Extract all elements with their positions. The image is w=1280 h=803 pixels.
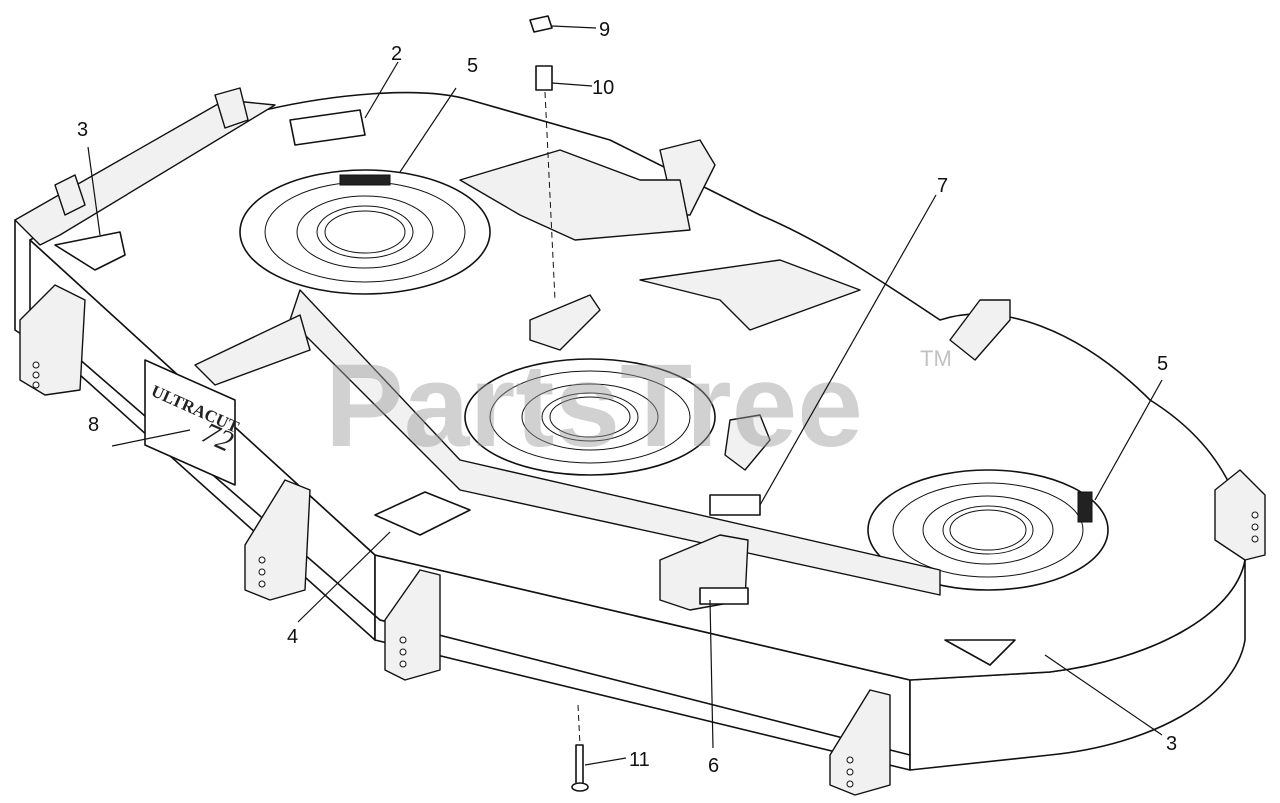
- spindle-right: [867, 469, 1109, 591]
- callout-8: 8: [88, 414, 99, 436]
- decal-7: [709, 494, 761, 516]
- decal-5-left: [339, 174, 391, 186]
- watermark-text: PartsTree: [325, 340, 863, 472]
- bolt-11: [575, 744, 584, 786]
- callout-6: 6: [708, 755, 719, 777]
- hardware: [529, 15, 589, 792]
- callout-11: 11: [629, 749, 650, 771]
- callout-5-left: 5: [467, 55, 478, 77]
- leader-lines: [87, 25, 1163, 766]
- spacer-10: [535, 65, 553, 91]
- left-brackets: [19, 87, 1266, 796]
- watermark-trademark: TM: [920, 346, 952, 371]
- callout-3-left: 3: [77, 119, 88, 141]
- callout-7: 7: [937, 175, 948, 197]
- decal-5-right: [1077, 491, 1093, 523]
- decal-6: [699, 587, 749, 605]
- decal-3-left: [54, 231, 126, 271]
- callout-5-right: 5: [1157, 353, 1168, 375]
- spindle-center: [464, 358, 716, 476]
- callout-9: 9: [599, 19, 610, 41]
- deck-rear-rail: [14, 99, 276, 246]
- callout-2: 2: [391, 43, 402, 65]
- callout-3-right: 3: [1166, 733, 1177, 755]
- decal-4: [374, 491, 471, 536]
- decals: [54, 109, 1093, 666]
- decal-2: [289, 109, 366, 146]
- decal-3-right: [944, 639, 1016, 666]
- spindle-left: [239, 169, 491, 295]
- callout-4: 4: [287, 626, 298, 648]
- nut-9: [529, 15, 553, 33]
- callout-labels: 2 3 3 4 5 5 6 7 8 9 10 11: [77, 19, 1177, 777]
- callout-10: 10: [592, 77, 614, 99]
- center-baffle: [194, 149, 941, 611]
